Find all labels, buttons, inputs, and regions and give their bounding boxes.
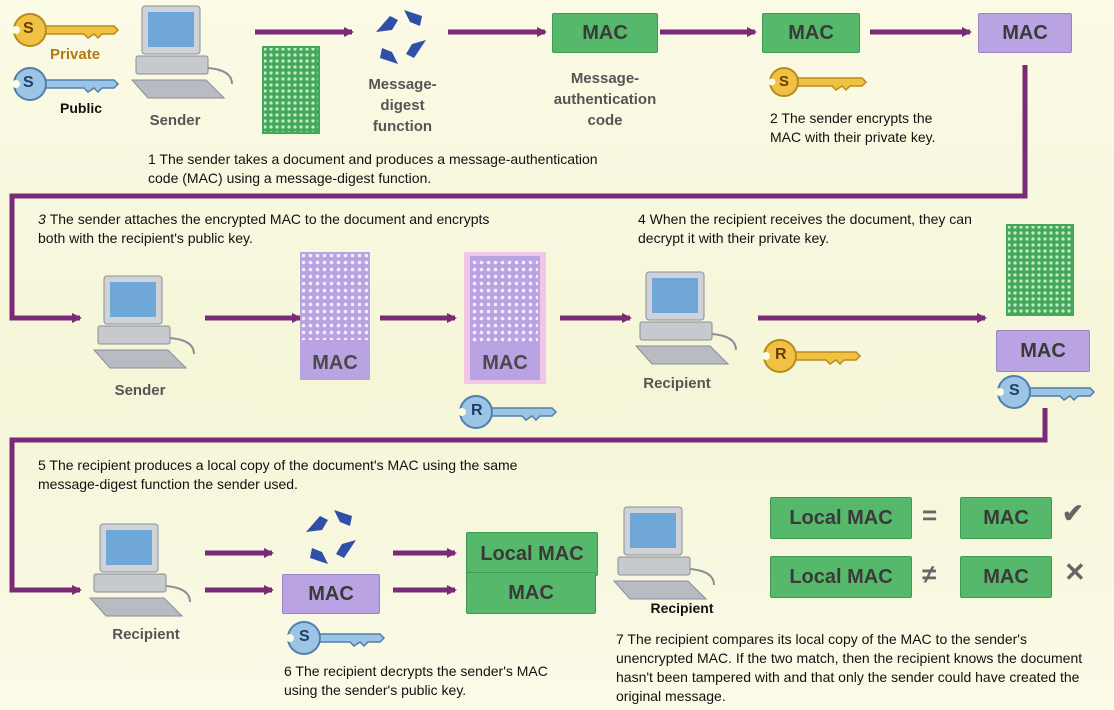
step-3-number: 3 [38,211,46,227]
key-letter-s: S [299,628,310,645]
key-letter-s: S [779,73,790,90]
document-mac-bundle-icon [300,252,370,380]
step-5-caption: 5 The recipient produces a local copy of… [38,457,518,492]
encrypted-bundle-icon [464,252,546,384]
connector-line [9,408,1048,595]
mac-box: MAC [282,574,380,614]
mac-box: MAC [996,330,1090,372]
bundle-mac-label: MAC [482,351,528,374]
public-key-label: Public [60,100,103,116]
bundle-mac-label: MAC [312,351,358,374]
sender-label: Sender [149,112,201,129]
mac-box: MAC [552,13,658,53]
mac-box: MAC [960,556,1052,598]
message-digest-label: Message-digest function [368,76,437,135]
check-icon: ✔ [1062,498,1084,528]
step-7-caption: 7 The recipient compares its local copy … [616,631,1083,704]
step-1-caption: 1 The sender takes a document and produc… [148,151,598,186]
public-key-icon [286,621,386,655]
mac-box: MAC [960,497,1052,539]
private-key-label: Private [50,46,101,63]
private-key-icon [762,339,862,373]
step-4-caption: 4 When the recipient receives the docume… [638,211,972,246]
computer-icon [634,271,737,365]
mac-long-label: Message-authentication code [553,70,657,129]
computer-icon [612,506,715,600]
document-icon [262,46,320,134]
recipient-label: Recipient [650,600,714,616]
private-key-icon [12,13,120,47]
private-key-icon [768,67,868,97]
computer-icon [88,523,191,617]
not-equal-sign: ≠ [922,559,937,589]
local-mac-box: Local MAC [466,532,598,576]
equals-sign: = [922,500,938,530]
connector-line [9,65,1028,323]
public-key-icon [12,67,120,101]
digest-cycle-icon [306,510,356,564]
cross-icon: ✕ [1064,557,1086,587]
key-letter-s: S [23,20,34,37]
recipient-label: Recipient [643,375,711,392]
document-icon [1006,224,1074,316]
recipient-label: Recipient [112,626,180,643]
step-3-caption: 3 The sender attaches the encrypted MAC … [38,210,518,248]
step-6-caption: 6 The recipient decrypts the sender's MA… [284,663,548,698]
step-2-caption: 2 The sender encrypts the MAC with their… [770,110,936,145]
mac-box: MAC [762,13,860,53]
sender-label: Sender [114,382,166,399]
key-letter-s: S [1009,382,1020,399]
step-3-text: The sender attaches the encrypted MAC to… [38,211,490,246]
key-letter-s: S [23,74,34,91]
key-letter-r: R [471,402,483,419]
mac-box: MAC [978,13,1072,53]
key-letter-r: R [775,346,787,363]
public-key-icon [458,395,558,429]
computer-icon [92,275,195,369]
mac-box: MAC [466,572,596,614]
public-key-icon [996,375,1096,409]
computer-icon [130,5,233,99]
local-mac-box: Local MAC [770,497,912,539]
local-mac-box: Local MAC [770,556,912,598]
digest-cycle-icon [376,10,426,64]
